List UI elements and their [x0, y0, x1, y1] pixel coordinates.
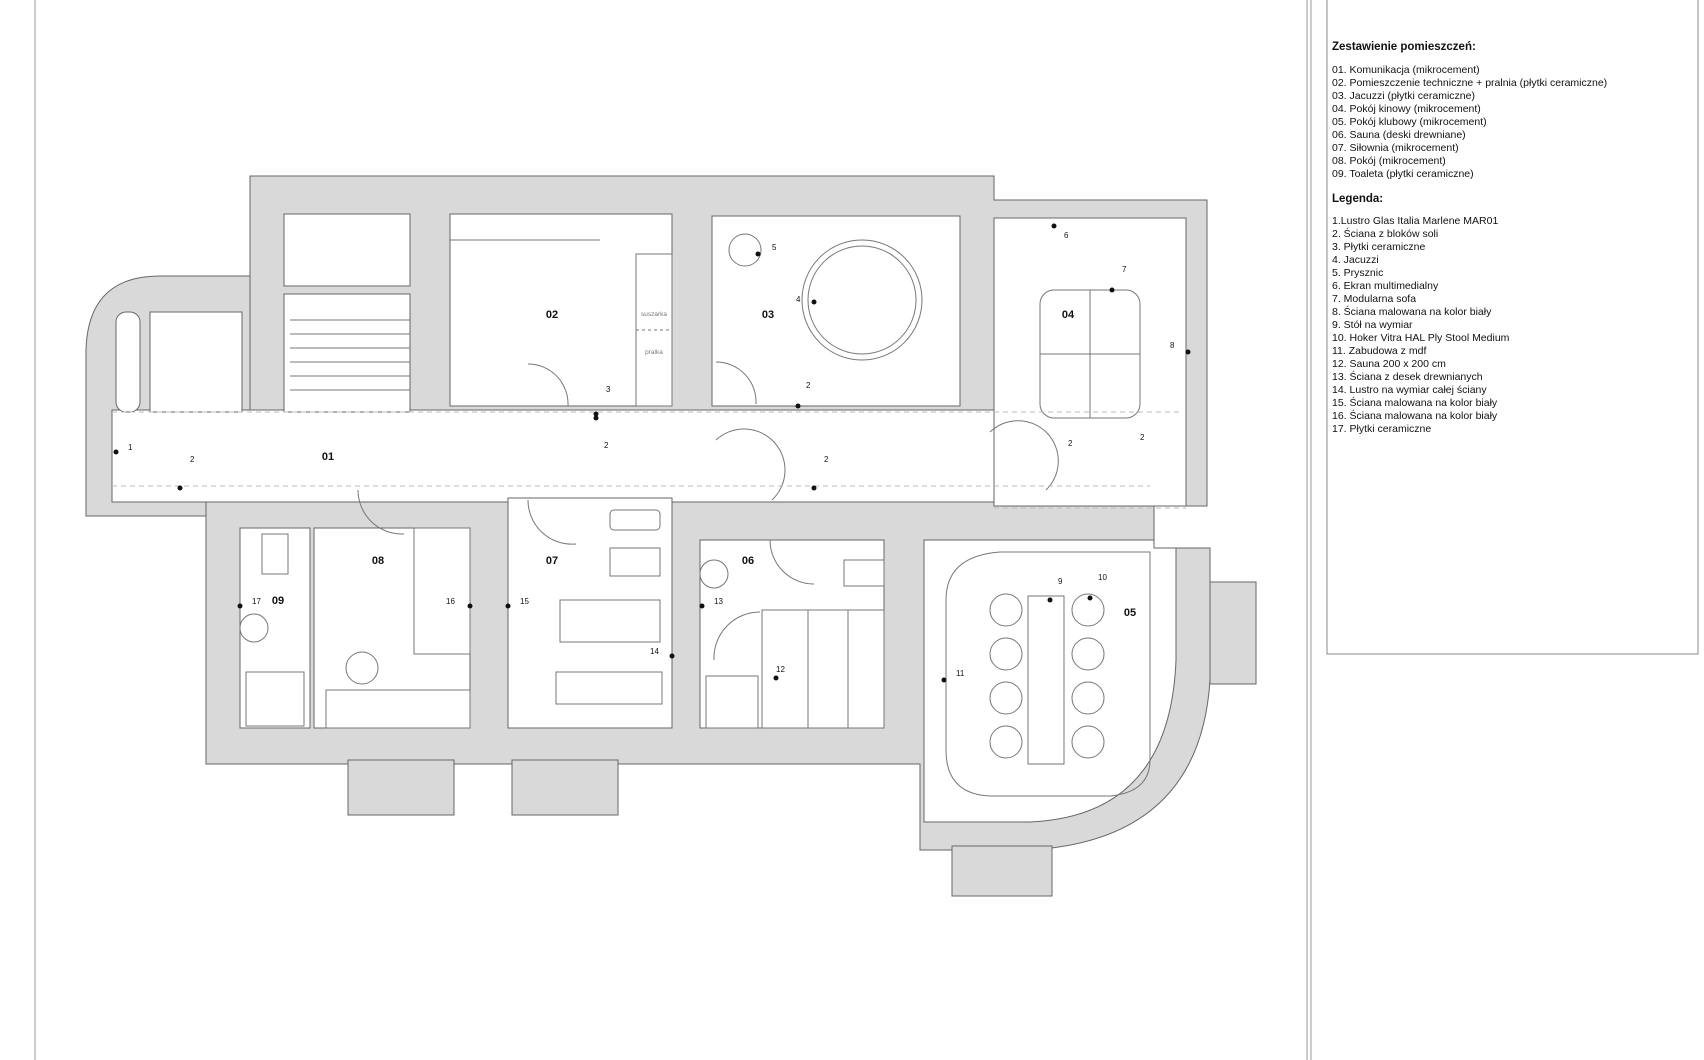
marker-label: 2 [604, 441, 609, 450]
room-label-03: 03 [762, 309, 774, 321]
legend-item: 14. Lustro na wymiar całej ściany [1332, 384, 1487, 396]
marker-label: 2 [1140, 433, 1145, 442]
room-item: 09. Toaleta (płytki ceramiczne) [1332, 168, 1474, 180]
legend-panel: Zestawienie pomieszczeń: 01. Komunikacja… [1324, 0, 1694, 652]
room-label-08: 08 [372, 555, 384, 567]
marker-label: 4 [796, 295, 801, 304]
legend-item: 17. Płytki ceramiczne [1332, 423, 1432, 435]
marker-label: 17 [252, 597, 261, 606]
marker-label: 2 [824, 455, 829, 464]
legend-item: 12. Sauna 200 x 200 cm [1332, 358, 1446, 370]
dashed-lines [112, 411, 1186, 509]
room-item: 01. Komunikacja (mikrocement) [1332, 64, 1480, 76]
room-labels: 01 02 03 04 05 06 07 08 09 [272, 309, 1136, 619]
marker-points [113, 223, 1191, 683]
room-item: 06. Sauna (deski drewniane) [1332, 129, 1466, 141]
room-label-07: 07 [546, 555, 558, 567]
room-label-06: 06 [742, 555, 754, 567]
marker-label: 8 [1170, 341, 1175, 350]
legend-item: 6. Ekran multimedialny [1332, 280, 1439, 292]
marker-label: 11 [956, 669, 965, 678]
room-item: 04. Pokój kinowy (mikrocement) [1332, 103, 1481, 115]
legend-list: 1.Lustro Glas Italia Marlene MAR01 2. Śc… [1332, 215, 1509, 436]
marker-label: 12 [776, 665, 785, 674]
marker-label: 16 [446, 597, 455, 606]
legend-item: 4. Jacuzzi [1332, 254, 1379, 266]
marker-label: 2 [806, 381, 811, 390]
marker-label: 10 [1098, 573, 1107, 582]
marker-label: 14 [650, 647, 659, 656]
legend-item: 3. Płytki ceramiczne [1332, 241, 1426, 253]
legend-item: 1.Lustro Glas Italia Marlene MAR01 [1332, 215, 1499, 227]
legend-item: 15. Ściana malowana na kolor biały [1332, 397, 1498, 409]
legend-item: 2. Ściana z bloków soli [1332, 228, 1439, 240]
room-label-01: 01 [322, 451, 334, 463]
legend-item: 7. Modularna sofa [1332, 293, 1417, 305]
rooms-heading: Zestawienie pomieszczeń: [1332, 41, 1476, 53]
marker-label: 2 [190, 455, 195, 464]
marker-labels: 1 2 2 3 2 2 2 2 4 5 6 7 8 9 10 11 12 13 … [128, 231, 1175, 678]
legend-item: 16. Ściana malowana na kolor biały [1332, 410, 1498, 422]
room-item: 05. Pokój klubowy (mikrocement) [1332, 116, 1487, 128]
legend-frame [1326, 0, 1699, 655]
room-item: 03. Jacuzzi (płytki ceramiczne) [1332, 90, 1475, 102]
legend-item: 8. Ściana malowana na kolor biały [1332, 306, 1492, 318]
room-label-04: 04 [1062, 309, 1075, 321]
marker-label: 1 [128, 443, 133, 452]
room-item: 08. Pokój (mikrocement) [1332, 155, 1446, 167]
marker-label: 5 [772, 243, 777, 252]
legend-item: 9. Stół na wymiar [1332, 319, 1413, 331]
marker-label: 9 [1058, 577, 1063, 586]
marker-label: 13 [714, 597, 723, 606]
fixture-label-suszarka: suszarka [641, 311, 667, 318]
legend-item: 10. Hoker Vitra HAL Ply Stool Medium [1332, 332, 1510, 344]
room-item: 02. Pomieszczenie techniczne + pralnia (… [1332, 77, 1608, 89]
marker-label: 2 [1068, 439, 1073, 448]
fixture-labels: suszarka pralka [641, 311, 667, 356]
room-label-09: 09 [272, 595, 284, 607]
legend-heading: Legenda: [1332, 193, 1384, 205]
marker-label: 15 [520, 597, 529, 606]
room-item: 07. Siłownia (mikrocement) [1332, 142, 1459, 154]
rooms-list: 01. Komunikacja (mikrocement) 02. Pomies… [1332, 64, 1607, 181]
legend-item: 11. Zabudowa z mdf [1332, 345, 1427, 357]
room-voids [111, 213, 1187, 823]
furniture [239, 233, 1151, 797]
marker-label: 3 [606, 385, 611, 394]
marker-label: 6 [1064, 231, 1069, 240]
legend-item: 5. Prysznic [1332, 267, 1384, 279]
fixture-label-pralka: pralka [645, 349, 663, 356]
marker-label: 7 [1122, 265, 1127, 274]
room-label-02: 02 [546, 309, 558, 321]
legend-item: 13. Ściana z desek drewnianych [1332, 371, 1483, 383]
room-label-05: 05 [1124, 607, 1136, 619]
